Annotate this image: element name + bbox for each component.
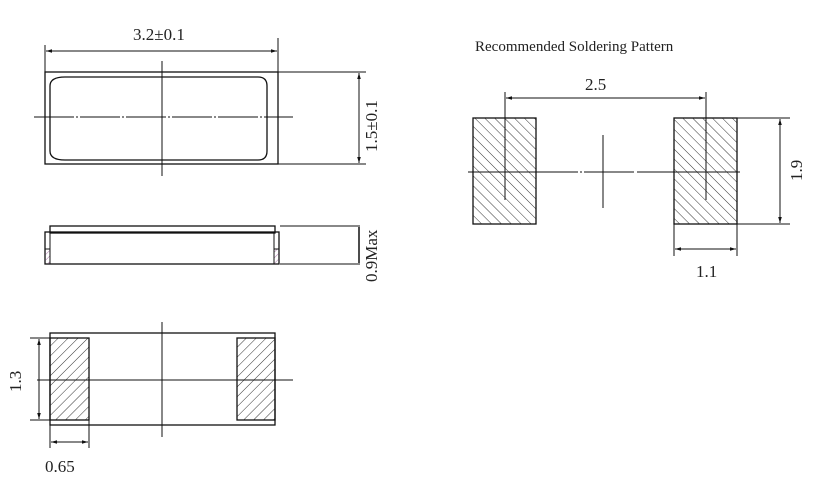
bottom-view	[30, 322, 293, 448]
side-height-label: 0.9Max	[362, 229, 381, 282]
top-view	[34, 38, 366, 176]
soldering-pattern-title: Recommended Soldering Pattern	[475, 39, 674, 55]
top-length-label: 3.2±0.1	[133, 25, 185, 44]
bottom-pad-width-label: 0.65	[45, 457, 75, 476]
soldering-pitch-label: 2.5	[585, 75, 607, 94]
side-view	[44, 225, 360, 265]
top-width-label: 1.5±0.1	[362, 100, 381, 152]
soldering-pad-height-label: 1.9	[787, 159, 806, 181]
soldering-pad-width-label: 1.1	[696, 262, 718, 281]
bottom-pad-height-label: 1.3	[6, 370, 25, 392]
soldering-pattern	[468, 92, 790, 256]
